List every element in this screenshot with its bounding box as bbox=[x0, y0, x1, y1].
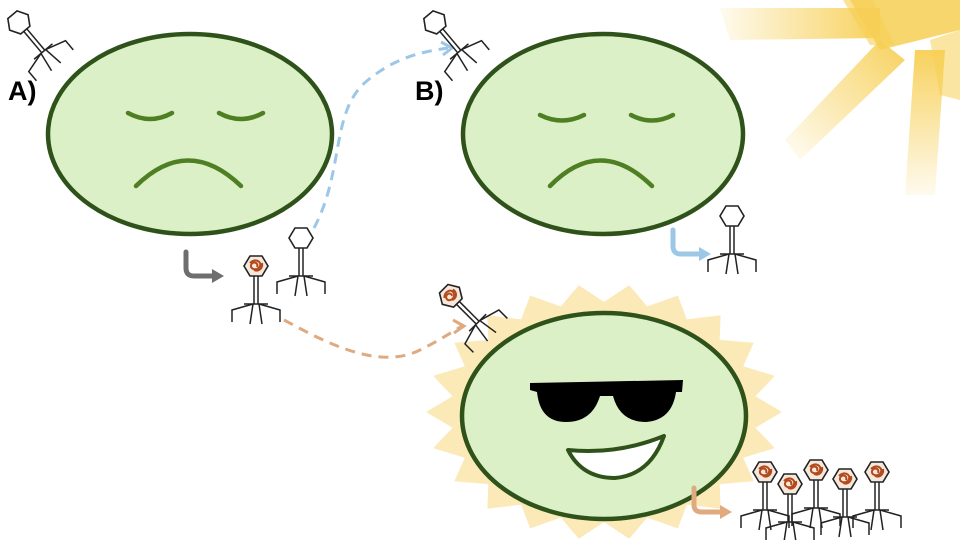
smile bbox=[566, 434, 666, 480]
cell-body bbox=[45, 31, 335, 237]
phage-empty-icon bbox=[409, 0, 492, 84]
phage-dna-icon bbox=[820, 468, 870, 538]
phage-empty-icon bbox=[707, 205, 757, 275]
cell-body bbox=[460, 31, 746, 237]
cell-a bbox=[0, 0, 335, 237]
infection-arrow-orange bbox=[283, 318, 463, 359]
sad-face-icon bbox=[537, 112, 676, 189]
release-arrow-blue-head bbox=[699, 247, 711, 261]
release-arrow-gray bbox=[183, 249, 217, 279]
infection-arrow-blue-head bbox=[440, 40, 455, 57]
sun-ray bbox=[720, 8, 880, 40]
sun-icon bbox=[720, 0, 960, 195]
sun-ray bbox=[785, 40, 905, 160]
release-arrow-blue bbox=[670, 227, 704, 257]
release-arrow-gray-head bbox=[212, 269, 224, 283]
phage-empty-icon bbox=[0, 0, 76, 84]
cell-b bbox=[409, 0, 746, 237]
phage-empty-icon bbox=[276, 227, 326, 297]
panel-label-b: B) bbox=[415, 76, 444, 106]
phage-dna-icon bbox=[791, 459, 841, 529]
phage-burst bbox=[740, 459, 902, 540]
sun-ray bbox=[843, 0, 895, 45]
sunglasses-icon bbox=[530, 380, 683, 422]
cell-cool bbox=[425, 270, 782, 539]
sun-ray bbox=[905, 50, 945, 195]
cool-face-icon bbox=[530, 380, 683, 480]
sun-ray bbox=[930, 30, 960, 100]
infection-arrow-orange-head bbox=[452, 318, 467, 335]
panel-label-a: A) bbox=[8, 76, 37, 106]
sad-face-icon bbox=[125, 110, 266, 189]
release-arrow-orange-head bbox=[720, 505, 732, 519]
phage-dna-icon bbox=[231, 255, 281, 325]
release-arrow-orange bbox=[691, 485, 725, 515]
phage-dna-icon bbox=[765, 473, 815, 540]
cell-body bbox=[459, 310, 749, 522]
